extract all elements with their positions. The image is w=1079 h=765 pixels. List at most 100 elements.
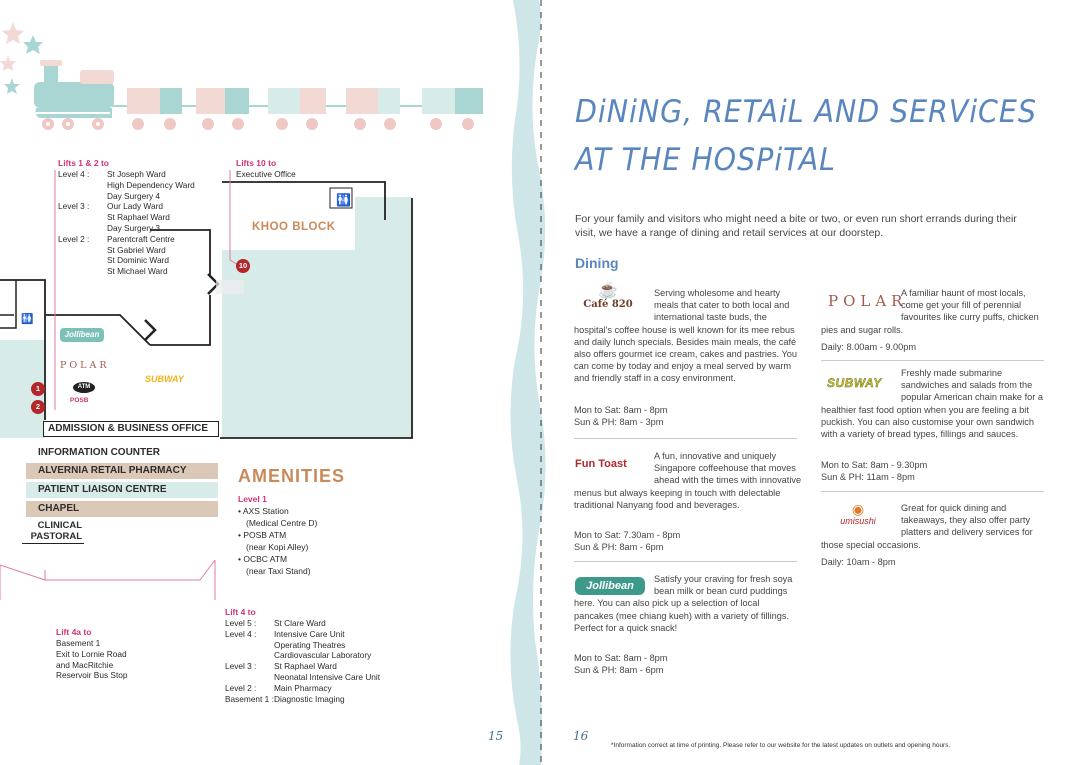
subway-hours-2: Sun & PH: 11am - 8pm [821, 472, 915, 482]
polar-hours-1: Daily: 8.00am - 9.00pm [821, 342, 916, 352]
posb-map-logo: POSB [70, 397, 89, 404]
star-icon [23, 35, 43, 54]
umisushi-logo-text: umisushi [840, 516, 876, 526]
amenities-line: • OCBC ATM [238, 554, 288, 564]
toilet-icon: 🚻 [21, 314, 34, 325]
amenities-level: Level 1 [238, 494, 267, 504]
subway-description: Freshly made submarine sandwiches and sa… [821, 367, 1043, 440]
lift-4-destination: Cardiovascular Laboratory [274, 650, 372, 661]
coffee-cup-icon: ☕ [598, 282, 618, 299]
atm-icon: ATM [73, 382, 95, 393]
page-spine [510, 0, 546, 765]
room-clinical-line1: CLINICAL [37, 520, 82, 531]
left-page: 🚻 🚻 Lifts 1 & 2 to Level 4 :St Joseph Wa… [0, 0, 530, 765]
jollibean-text: Satisfy your craving for fresh soya bean… [574, 574, 793, 633]
amenities-title: AMENITIES [238, 466, 346, 486]
location-marker-2: 2 [31, 400, 45, 414]
fun-toast-description: A fun, innovative and uniquely Singapore… [574, 450, 802, 511]
lift-4-row: Operating Theatres [225, 640, 380, 651]
polar-description: A familiar haunt of most locals, come ge… [821, 287, 1046, 336]
lifts-1-2-level: Level 2 : [58, 233, 90, 244]
jollibean-hours-1: Mon to Sat: 8am - 8pm [574, 653, 668, 663]
polar-logo: POLAR [828, 292, 908, 310]
cafe-820-text: Serving wholesome and hearty meals that … [574, 288, 798, 384]
lifts-1-2-destination: St Michael Ward [107, 266, 168, 277]
lifts-1-2-destination: St Dominic Ward [107, 255, 169, 266]
lifts-1-2-row: Day Surgery 4 [58, 191, 195, 202]
jollibean-hours-2: Sun & PH: 8am - 6pm [574, 665, 664, 675]
star-icon [4, 78, 20, 94]
umisushi-logo: ◉ umisushi [833, 502, 883, 526]
intro-paragraph: For your family and visitors who might n… [575, 213, 1017, 239]
lifts-1-2-destination: St Raphael Ward [107, 212, 170, 223]
lift-4-destination: St Clare Ward [274, 618, 326, 628]
cafe-820-logo-text: Café 820 [583, 299, 633, 310]
fun-toast-hours-2: Sun & PH: 8am - 6pm [574, 542, 664, 552]
train-illustration [0, 22, 483, 130]
cafe-820-logo: ☕ Café 820 [583, 282, 633, 311]
fun-toast-logo: Fun Toast [575, 458, 627, 470]
subway-hours-1: Mon to Sat: 8am - 9.30pm [821, 460, 928, 470]
lifts-1-2-row: St Michael Ward [58, 266, 195, 277]
amenities-line: (near Kopi Alley) [246, 542, 309, 552]
lift-4-row: Basement 1 :Diagnostic Imaging [225, 694, 380, 705]
float-spacer [821, 502, 901, 538]
lift-4-row: Level 5 :St Clare Ward [225, 618, 380, 629]
divider [821, 360, 1044, 361]
room-retail-pharmacy: ALVERNIA RETAIL PHARMACY [26, 463, 218, 479]
umisushi-description: Great for quick dining and takeaways, th… [821, 502, 1046, 551]
lifts-10-destination: Executive Office [236, 169, 296, 179]
lifts-10-heading: Lifts 10 to [236, 158, 277, 168]
lift-4-row: Cardiovascular Laboratory [225, 650, 380, 661]
amenities-line: • AXS Station [238, 506, 289, 516]
lifts-1-2-destination: Parentcraft Centre [107, 233, 175, 244]
cafe-820-hours-2: Sun & PH: 8am - 3pm [574, 417, 664, 427]
lifts-1-2-row: Level 2 : Parentcraft Centre [58, 234, 195, 245]
divider [821, 491, 1044, 492]
sushi-icon: ◉ [851, 501, 865, 517]
lift-4a-line: Exit to Lornie Road [56, 648, 127, 659]
subway-logo: SUBWAY [827, 376, 882, 390]
room-clinical-pastoral: CLINICAL PASTORAL [22, 520, 84, 544]
lift-4-row: Neonatal Intensive Care Unit [225, 672, 380, 683]
lifts-1-2-row: High Dependency Ward [58, 180, 195, 191]
lifts-1-2-row: Day Surgery 3 [58, 223, 195, 234]
lift-4-row: Level 3 :St Raphael Ward [225, 661, 380, 672]
lift-4-destination: Main Pharmacy [274, 682, 332, 693]
lift-4-row: Level 2 :Main Pharmacy [225, 683, 380, 694]
amenities-line: (Medical Centre D) [246, 518, 318, 528]
floor-plan [0, 170, 413, 600]
lifts-1-2-row: Level 3 :Our Lady Ward [58, 201, 195, 212]
lifts-1-2-row: Level 4 :St Joseph Ward [58, 169, 195, 180]
cafe-820-description: Serving wholesome and hearty meals that … [574, 287, 799, 385]
lift-4-destination: Diagnostic Imaging [274, 693, 345, 704]
room-clinical-line2: PASTORAL [30, 531, 82, 542]
lifts-1-2-destination: St Gabriel Ward [107, 244, 166, 255]
lifts-1-2-destination: Our Lady Ward [107, 201, 163, 212]
lifts-1-2-heading: Lifts 1 & 2 to [58, 158, 110, 168]
lifts-1-2-level: Level 4 : [58, 169, 90, 179]
lifts-1-2-row: St Raphael Ward [58, 212, 195, 223]
lift-4-heading: Lift 4 to [225, 607, 256, 617]
divider [574, 561, 797, 562]
location-marker-1: 1 [31, 382, 45, 396]
lift-4-destination: Intensive Care Unit [274, 628, 345, 639]
amenities-list: Level 1 • AXS Station (Medical Centre D) • … [238, 493, 317, 577]
lift-4-level: Basement 1 : [225, 693, 274, 704]
section-heading-dining: Dining [575, 255, 619, 271]
lift-4-level: Level 4 : [225, 628, 257, 639]
toilet-icon: 🚻 [336, 193, 351, 207]
fun-toast-text: A fun, innovative and uniquely Singapore… [574, 451, 802, 510]
lift-4a-line: and MacRitchie [56, 659, 114, 670]
room-admission: ADMISSION & BUSINESS OFFICE [43, 421, 219, 437]
jollibean-map-logo: Jollibean [60, 328, 104, 342]
polar-map-logo: POLAR [60, 360, 110, 371]
star-icon [2, 22, 24, 44]
lifts-1-2-destination: Day Surgery 3 [107, 222, 161, 233]
lifts-1-2-row: St Gabriel Ward [58, 245, 195, 256]
right-page: DiNiNG, RETAiL AND SERViCES AT THE HOSPi… [545, 0, 1079, 765]
lift-4-level: Level 3 : [225, 661, 257, 672]
location-marker-10: 10 [236, 259, 250, 273]
